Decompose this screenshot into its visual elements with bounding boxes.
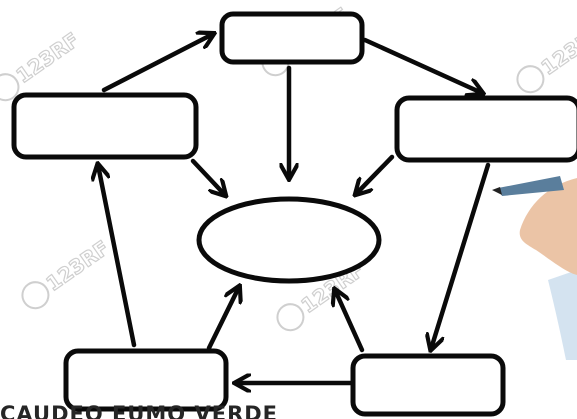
node-left bbox=[14, 95, 196, 157]
arrow-bottom-right-to-center bbox=[335, 290, 362, 350]
watermark-stamp: 123RF bbox=[512, 19, 577, 98]
watermark-stamp: 123RF bbox=[17, 235, 114, 314]
svg-text:123RF: 123RF bbox=[12, 28, 84, 88]
svg-text:123RF: 123RF bbox=[42, 236, 114, 296]
node-center bbox=[199, 199, 379, 281]
node-bottom-right bbox=[353, 356, 503, 414]
arrow-bottom-left-to-center bbox=[209, 287, 239, 348]
arrow-right-to-bottom-right bbox=[431, 165, 488, 349]
hand-with-marker-illustration bbox=[492, 176, 577, 360]
node-right bbox=[397, 98, 577, 160]
partial-caption-text: CAUDEO EUMO VERDE bbox=[0, 404, 278, 419]
arrow-left-to-center bbox=[193, 161, 225, 195]
node-bottom-left bbox=[66, 351, 226, 409]
arrow-right-to-center bbox=[356, 157, 392, 194]
arrow-left-to-top bbox=[104, 34, 213, 90]
svg-text:123RF: 123RF bbox=[537, 20, 577, 80]
arrow-top-to-right bbox=[365, 40, 482, 93]
node-top bbox=[222, 14, 362, 62]
